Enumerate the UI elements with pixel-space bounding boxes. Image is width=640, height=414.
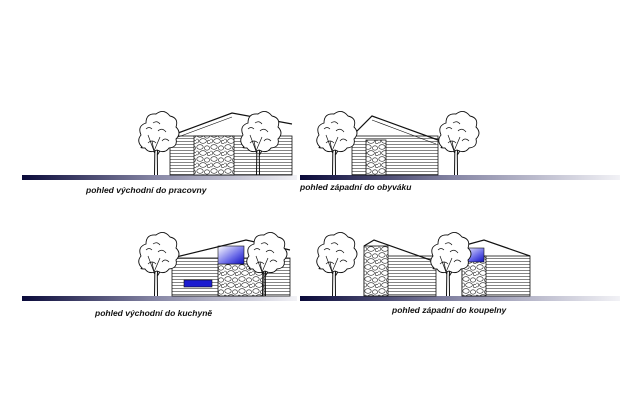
ground-line [300, 175, 620, 180]
tree [438, 110, 480, 176]
elevation-west-bathroom [300, 231, 620, 301]
stone-wall [365, 139, 387, 176]
ground-line [300, 296, 620, 301]
stone-wall [193, 135, 235, 176]
elevation-west-living [300, 110, 620, 180]
ground-line [22, 175, 297, 180]
caption-east-kitchen: pohled východní do kuchyně [95, 308, 213, 318]
stone-wall [363, 245, 389, 297]
ground-line [22, 296, 297, 301]
roof-line [351, 115, 439, 141]
tree [316, 110, 358, 176]
siding-wall [351, 135, 439, 176]
caption-west-bathroom: pohled západní do koupelny [392, 305, 507, 315]
elevation-east-kitchen [22, 231, 297, 301]
caption-east-study: pohled východní do pracovny [86, 185, 207, 195]
tree [316, 231, 358, 297]
elevation-east-study [22, 110, 297, 180]
glazed-window [217, 245, 245, 265]
caption-west-living: pohled západní do obyváku [300, 182, 412, 192]
glazed-window [183, 279, 213, 288]
roof-line [363, 239, 531, 263]
